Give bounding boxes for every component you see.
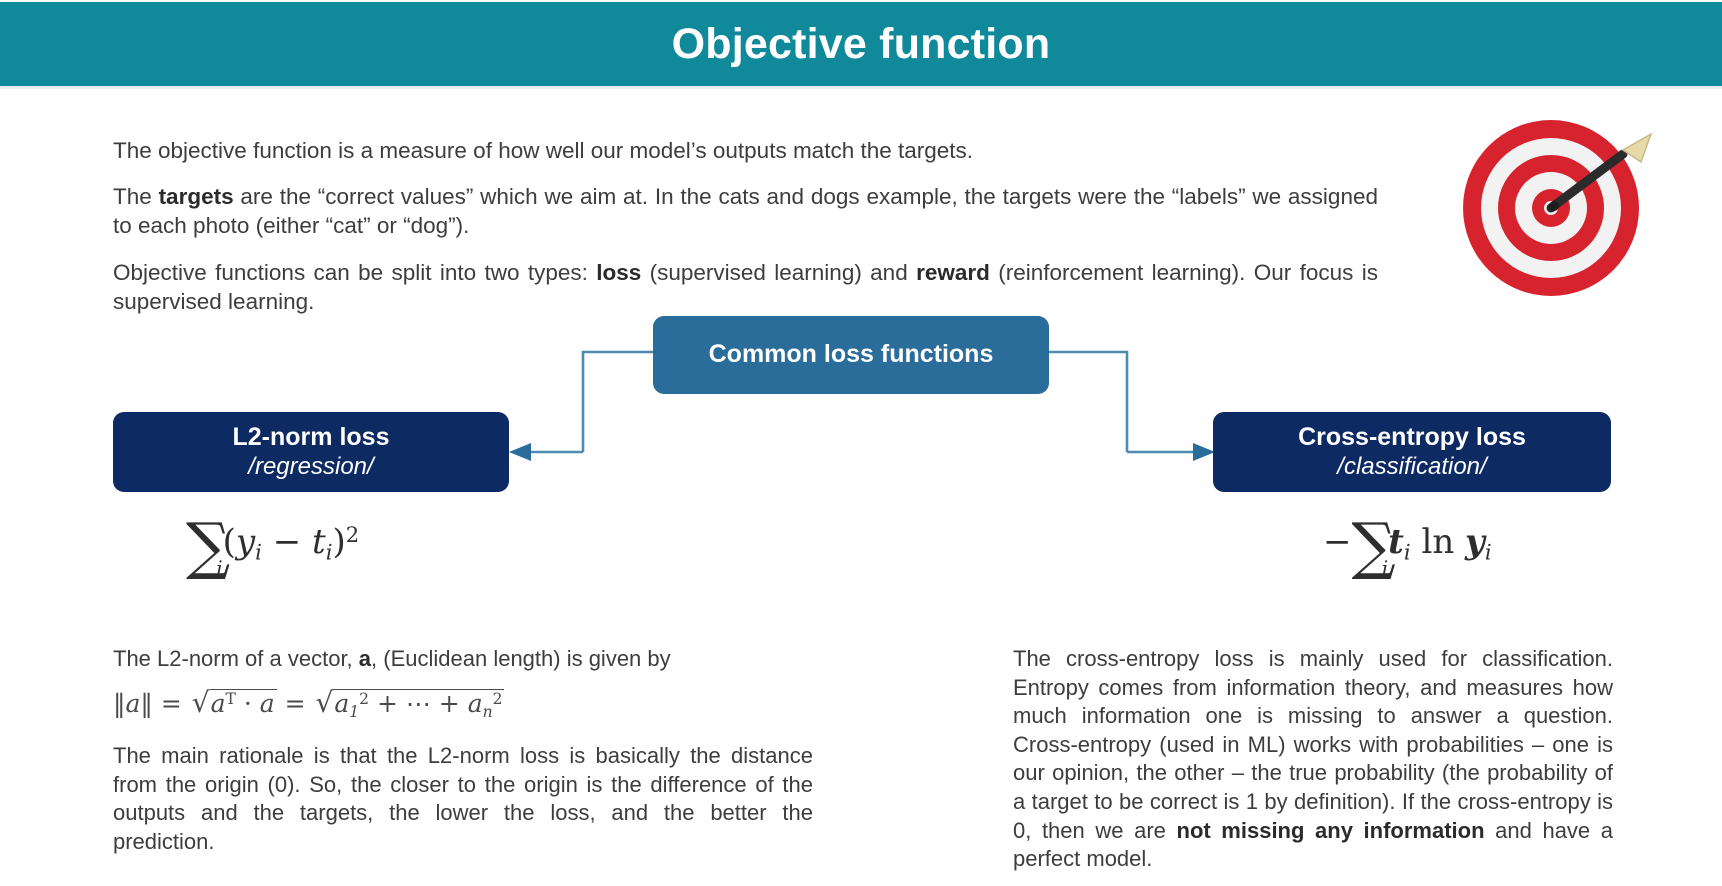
l2-explanation-intro: The L2-norm of a vector, a, (Euclidean l… — [113, 645, 813, 674]
intro-paragraph-3: Objective functions can be split into tw… — [113, 258, 1378, 317]
body-text: , (Euclidean length) is given by — [371, 646, 671, 671]
sum-symbol: ∑ — [1351, 509, 1396, 582]
norm-bar-open: ‖ — [113, 689, 126, 718]
emphasis-text: reward — [916, 260, 990, 285]
sum-symbol: ∑ — [186, 509, 231, 582]
open-paren: ( — [222, 522, 236, 562]
index-i: i — [1403, 539, 1411, 565]
minus-sign: − — [1323, 522, 1352, 562]
sum-index: i — [1381, 556, 1389, 580]
body-text: are the “correct values” which we aim at… — [113, 184, 1378, 239]
formula-l2-loss: ∑i(yi − ti)2 — [186, 515, 360, 581]
cross-entropy-explanation: The cross-entropy loss is mainly used fo… — [1013, 645, 1613, 874]
transpose: T — [225, 689, 236, 708]
close-paren: ) — [332, 522, 346, 562]
l2-explanation-rationale: The main rationale is that the L2-norm l… — [113, 743, 813, 854]
exponent: 2 — [492, 689, 503, 708]
var-a: a — [467, 689, 483, 718]
index-i: i — [1484, 539, 1492, 565]
plus-sign: + — [376, 689, 398, 718]
body-text: (reinforcement learning). Our focus is s… — [113, 260, 1378, 315]
radical-sign: √ — [191, 686, 210, 719]
dot-operator: · — [243, 689, 252, 718]
var-t: t — [1388, 522, 1404, 562]
emphasis-text: a — [358, 646, 372, 671]
var-y: y — [1465, 522, 1485, 562]
radical-group-2: √a12 + ⋯ + an2 — [313, 686, 505, 721]
ellipsis: ⋯ — [405, 689, 431, 718]
header-divider — [0, 86, 1722, 89]
var-a: a — [334, 689, 350, 718]
flowchart-node-cross-entropy-loss[interactable]: Cross-entropy loss /classification/ — [1213, 412, 1611, 492]
var-y: y — [235, 522, 256, 562]
var-t: t — [312, 522, 326, 562]
equals-sign: = — [160, 689, 182, 718]
flowchart-node-label: Common loss functions — [708, 340, 994, 369]
page-title: Objective function — [671, 19, 1051, 68]
emphasis-text: targets — [158, 184, 234, 209]
body-text: The — [113, 184, 159, 209]
body-text: and have a perfect model. — [1013, 817, 1613, 872]
index-n: n — [482, 702, 493, 721]
exponent: 2 — [345, 522, 360, 548]
emphasis-text: not missing any information — [1176, 817, 1485, 843]
radicand-2: a12 + ⋯ + an2 — [333, 689, 505, 721]
dartboard-icon — [1455, 106, 1655, 306]
radicand-1: aT · a — [209, 689, 277, 718]
plus-sign: + — [438, 689, 460, 718]
body-text: Objective functions can be split into tw… — [113, 260, 597, 285]
emphasis-text: loss — [596, 260, 642, 285]
slide-header: Objective function — [0, 2, 1722, 86]
minus-sign: − — [272, 522, 302, 562]
sum-index: i — [216, 556, 223, 580]
flowchart-node-title: L2-norm loss — [232, 423, 390, 452]
flowchart-connectors — [509, 350, 1215, 461]
flowchart-node-subtitle: /regression/ — [248, 452, 374, 480]
var-a: a — [210, 689, 226, 718]
flowchart-node-l2-norm-loss[interactable]: L2-norm loss /regression/ — [113, 412, 509, 492]
body-text: The L2-norm of a vector, — [113, 646, 359, 671]
body-text: (supervised learning) and — [641, 260, 917, 285]
intro-paragraph-2: The targets are the “correct values” whi… — [113, 182, 1378, 241]
flowchart-node-subtitle: /classification/ — [1337, 452, 1487, 480]
formula-cross-entropy: −∑iti ln yi — [1323, 515, 1492, 581]
flowchart-node-title: Cross-entropy loss — [1298, 423, 1526, 452]
flowchart-node-common-loss-functions[interactable]: Common loss functions — [653, 316, 1049, 394]
intro-paragraph-1: The objective function is a measure of h… — [113, 138, 974, 163]
exponent: 2 — [359, 689, 369, 708]
index-1: 1 — [349, 702, 360, 721]
formula-l2-norm: ‖a‖ = √aT · a = √a12 + ⋯ + an2 — [113, 686, 505, 721]
var-a: a — [259, 689, 275, 718]
body-text: The cross-entropy loss is mainly used fo… — [1013, 646, 1613, 843]
var-a: a — [125, 689, 141, 718]
radical-sign: √ — [315, 686, 334, 719]
norm-bar-close: ‖ — [140, 689, 153, 718]
equals-sign: = — [284, 689, 306, 718]
ln-operator: ln — [1421, 522, 1455, 562]
index-i: i — [255, 539, 262, 565]
radical-group-1: √aT · a — [190, 686, 277, 719]
index-i: i — [325, 539, 333, 565]
